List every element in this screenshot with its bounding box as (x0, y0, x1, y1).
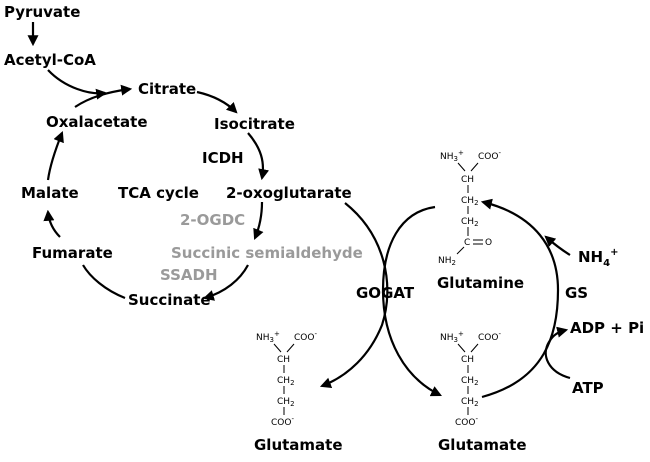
glutamine-coo-group: COO- (478, 149, 501, 162)
gs-label: GS (565, 284, 588, 302)
glutamate-right-ch-group: CH (461, 355, 474, 365)
oxoglutarate-to-ssa-arrow (253, 201, 264, 241)
nh4-superscript: + (610, 247, 618, 258)
glutamate-left-structure: NH3+ COO- CH CH2 CH2 COO- (256, 330, 317, 428)
ssa-to-succinate-arrow (202, 264, 249, 301)
glutamate-left-ch2-b: CH2 (277, 397, 295, 408)
oxoglutarate-label: 2-oxoglutarate (226, 184, 352, 202)
gogat-label: GOGAT (356, 284, 415, 302)
glutamine-ch-group: CH (461, 175, 474, 185)
atp-label: ATP (572, 379, 604, 397)
glutamate-right-label: Glutamate (438, 436, 527, 454)
pyruvate-label: Pyruvate (4, 3, 80, 21)
oxalacetate-label: Oxalacetate (46, 113, 148, 131)
glutamate-left-coo-end: COO- (271, 415, 294, 428)
oxoglutarate-to-glutamate-arrow (319, 202, 389, 388)
ogdc-label: 2-OGDC (180, 211, 245, 229)
glutamate-right-structure: NH3+ COO- CH CH2 CH2 COO- (440, 330, 501, 428)
succinate-to-fumarate-arrow (82, 264, 126, 300)
glutamine-to-glutamate-arrow (381, 205, 442, 397)
acetylcoa-to-citrate-arrow (47, 69, 108, 100)
fumarate-label: Fumarate (32, 244, 113, 262)
icdh-label: ICDH (202, 149, 244, 167)
glutamine-nh3-group: NH3+ (440, 149, 464, 163)
succinate-label: Succinate (128, 291, 211, 309)
oxalacetate-to-citrate-arrow (74, 84, 133, 108)
glutamate-right-nh3-group: NH3+ (440, 330, 464, 344)
glutamine-nh2-group: NH2 (438, 256, 456, 267)
glutamine-structure: NH3+ COO- CH CH2 CH2 C O NH2 (438, 149, 501, 267)
gs-glutamate-to-glutamine-arrow (480, 198, 560, 399)
glutamate-right-coo-group: COO- (478, 330, 501, 343)
glutamine-ch2-b: CH2 (461, 217, 479, 228)
glutamate-left-label: Glutamate (254, 436, 343, 454)
citrate-to-isocitrate-arrow (196, 90, 238, 114)
tca-cycle-label: TCA cycle (118, 184, 199, 202)
nh4-label: NH4+ (578, 247, 618, 269)
glutamate-right-ch2-b: CH2 (461, 397, 479, 408)
acetyl-coa-label: Acetyl-CoA (4, 51, 96, 69)
nh4-base: NH (578, 248, 603, 266)
glutamine-o-atom: O (485, 238, 492, 248)
nh4-subscript: 4 (603, 258, 610, 269)
fumarate-to-malate-arrow (43, 209, 61, 238)
glutamate-left-coo-group: COO- (294, 330, 317, 343)
nh4-input-arrow (544, 235, 571, 256)
isocitrate-to-oxoglutarate-arrow (247, 132, 270, 181)
glutamate-right-coo-end: COO- (455, 415, 478, 428)
isocitrate-label: Isocitrate (214, 115, 295, 133)
glutamine-ch2-a: CH2 (461, 196, 479, 207)
glutamine-label: Glutamine (437, 274, 524, 292)
succinic-semialdehyde-label: Succinic semialdehyde (171, 244, 363, 262)
ssadh-label: SSADH (160, 266, 218, 284)
glutamine-c-atom: C (464, 238, 470, 248)
glutamate-left-ch2-a: CH2 (277, 376, 295, 387)
atp-to-adp-arrow (544, 326, 571, 380)
adp-pi-label: ADP + Pi (570, 319, 644, 337)
glutamate-right-ch2-a: CH2 (461, 376, 479, 387)
malate-label: Malate (21, 184, 79, 202)
glutamate-left-nh3-group: NH3+ (256, 330, 280, 344)
citrate-label: Citrate (138, 80, 196, 98)
malate-to-oxalacetate-arrow (46, 130, 64, 181)
glutamate-left-ch-group: CH (277, 355, 290, 365)
